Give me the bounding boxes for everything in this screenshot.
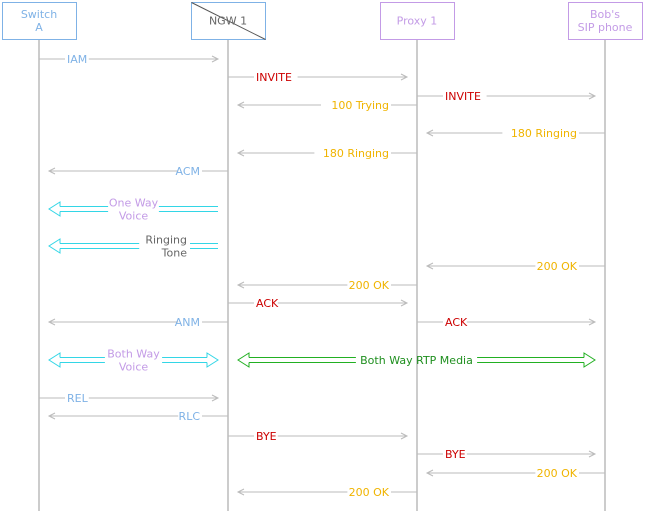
message-label: 200 OK bbox=[537, 467, 578, 480]
double-arrow-head bbox=[583, 352, 596, 368]
message-label: ACM bbox=[175, 165, 200, 178]
message-acm: ACM bbox=[47, 165, 228, 178]
participant-box-proxy-1 bbox=[380, 2, 455, 40]
arrow-head bbox=[425, 129, 434, 137]
arrow-head bbox=[588, 318, 597, 326]
arrow-head bbox=[211, 55, 220, 63]
participant-slash bbox=[191, 2, 266, 40]
message-label: Voice bbox=[119, 361, 149, 374]
message-anm: ANM bbox=[47, 316, 228, 329]
arrow-head bbox=[588, 450, 597, 458]
arrow-head bbox=[400, 432, 409, 440]
participant-box-bob-s-sip-phone bbox=[568, 2, 643, 40]
message-180-ringing: 180 Ringing bbox=[425, 127, 605, 140]
message-label: One Way bbox=[109, 197, 159, 210]
participant-label: Proxy 1 bbox=[397, 15, 438, 28]
arrow-head bbox=[236, 488, 245, 496]
message-ack: ACK bbox=[417, 316, 597, 329]
double-arrow-head bbox=[48, 352, 61, 368]
arrow-head bbox=[236, 101, 245, 109]
message-label: 100 Trying bbox=[331, 99, 389, 112]
message-200-ok: 200 OK bbox=[425, 260, 605, 273]
participant-proxy-1: Proxy 1 bbox=[380, 2, 455, 511]
message-label: 200 OK bbox=[349, 486, 390, 499]
double-arrow-head bbox=[48, 238, 61, 254]
message-label: INVITE bbox=[445, 90, 481, 103]
message-invite: INVITE bbox=[417, 90, 597, 103]
participant-label: Bob's bbox=[590, 8, 620, 21]
message-100-trying: 100 Trying bbox=[236, 99, 417, 112]
message-bye: BYE bbox=[228, 430, 409, 443]
message-label: 180 Ringing bbox=[511, 127, 577, 140]
message-rlc: RLC bbox=[47, 410, 228, 423]
arrow-head bbox=[47, 318, 56, 326]
participant-label: SIP phone bbox=[578, 21, 633, 34]
arrow-head bbox=[425, 469, 434, 477]
participant-ngw-1: NGW 1 bbox=[191, 2, 266, 511]
arrow-head bbox=[400, 73, 409, 81]
message-iam: IAM bbox=[39, 53, 220, 66]
message-label: BYE bbox=[256, 430, 277, 443]
message-label: ACK bbox=[256, 297, 279, 310]
message-200-ok: 200 OK bbox=[425, 467, 605, 480]
message-label: INVITE bbox=[256, 71, 292, 84]
message-label: Voice bbox=[119, 210, 149, 223]
participant-label: A bbox=[35, 21, 43, 34]
arrow-head bbox=[588, 92, 597, 100]
arrow-head bbox=[211, 394, 220, 402]
arrow-head bbox=[400, 299, 409, 307]
message-label: Ringing bbox=[145, 234, 187, 247]
participant-label: NGW 1 bbox=[209, 15, 247, 28]
message-200-ok: 200 OK bbox=[236, 486, 417, 499]
message-bye: BYE bbox=[417, 448, 597, 461]
arrow-head bbox=[236, 149, 245, 157]
arrow-head bbox=[47, 412, 56, 420]
message-ack: ACK bbox=[228, 297, 409, 310]
message-label: Both Way bbox=[107, 348, 160, 361]
message-both-way-rtp-media: Both Way RTP Media bbox=[237, 352, 596, 368]
double-arrow-head bbox=[48, 201, 61, 217]
arrow-head bbox=[425, 262, 434, 270]
message-label: IAM bbox=[67, 53, 87, 66]
participant-label: Switch bbox=[21, 8, 57, 21]
message-180-ringing: 180 Ringing bbox=[236, 147, 417, 160]
participant-box-switch-a bbox=[2, 2, 77, 40]
message-label: REL bbox=[67, 392, 89, 405]
message-invite: INVITE bbox=[228, 71, 409, 84]
message-label: ANM bbox=[175, 316, 200, 329]
double-arrow-head bbox=[237, 352, 250, 368]
message-label: Tone bbox=[161, 247, 188, 260]
message-label: BYE bbox=[445, 448, 466, 461]
message-label: 200 OK bbox=[537, 260, 578, 273]
arrow-head bbox=[47, 167, 56, 175]
arrow-head bbox=[236, 281, 245, 289]
message-label: RLC bbox=[179, 410, 201, 423]
double-arrow-head bbox=[206, 352, 219, 368]
message-rel: REL bbox=[39, 392, 220, 405]
message-label: Both Way RTP Media bbox=[360, 354, 473, 367]
message-200-ok: 200 OK bbox=[236, 279, 417, 292]
message-label: 180 Ringing bbox=[323, 147, 389, 160]
message-label: 200 OK bbox=[349, 279, 390, 292]
message-label: ACK bbox=[445, 316, 468, 329]
